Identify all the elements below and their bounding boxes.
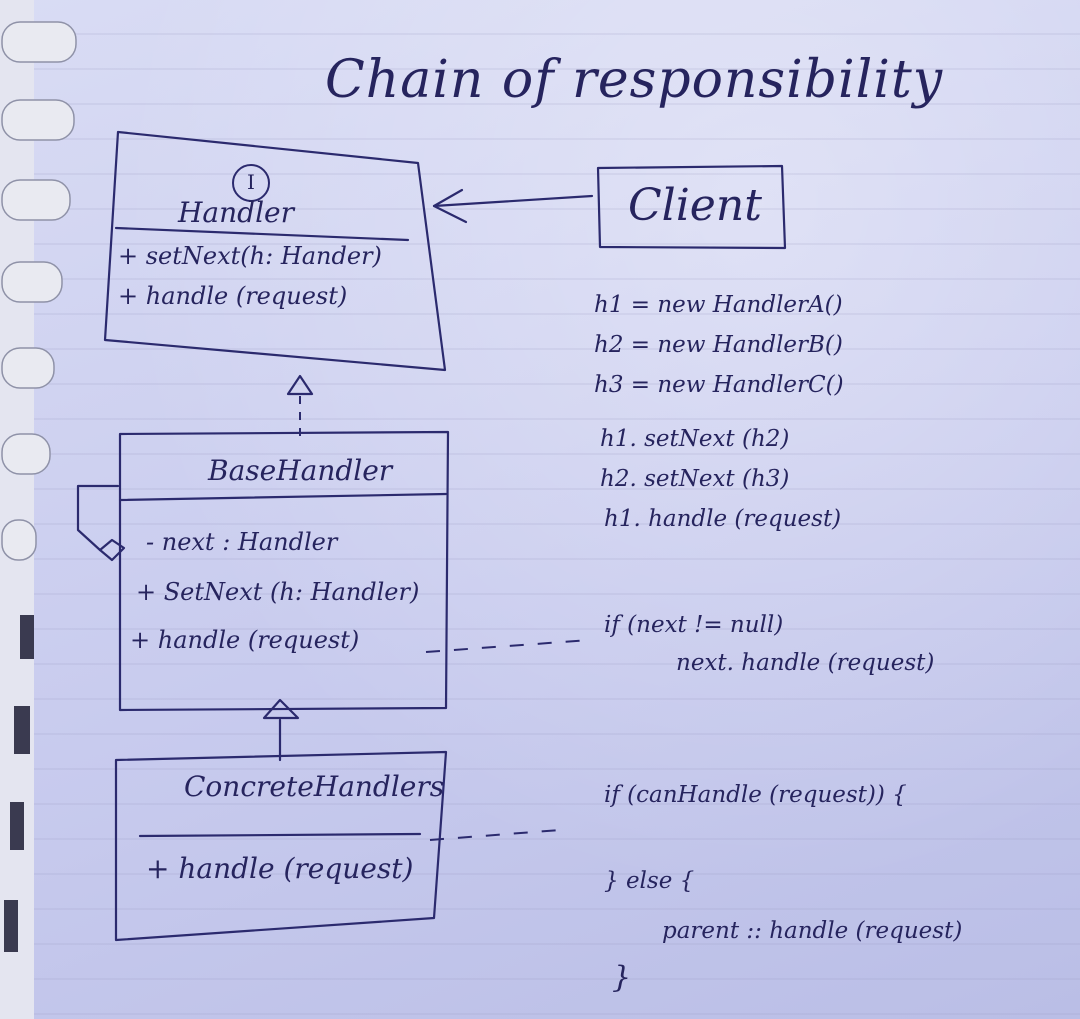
- base-member-handle: + handle (request): [130, 626, 360, 654]
- base-handler-box: [118, 430, 450, 712]
- interface-badge: I: [232, 164, 270, 202]
- client-to-handler-arrow: [432, 194, 594, 208]
- concrete-box: [114, 750, 448, 942]
- base-note-line: if (next != null): [604, 612, 784, 638]
- code-line: h1. handle (request): [604, 506, 842, 532]
- base-handler-name: BaseHandler: [208, 454, 393, 487]
- code-line: h2. setNext (h3): [600, 466, 790, 492]
- concrete-member-handle: + handle (request): [146, 852, 414, 885]
- client-box: [596, 164, 787, 250]
- handler-member-handle: + handle (request): [118, 282, 348, 310]
- code-line: h3 = new HandlerC(): [594, 372, 844, 398]
- concrete-note-line: if (canHandle (request)) {: [604, 782, 907, 808]
- spiral-binding: [0, 0, 77, 1019]
- handler-name: Handler: [178, 196, 294, 229]
- self-association: [76, 484, 120, 552]
- base-member-setnext: + SetNext (h: Handler): [136, 578, 420, 606]
- handler-box: [103, 130, 447, 372]
- code-line: h1 = new HandlerA(): [594, 292, 843, 318]
- code-line: h2 = new HandlerB(): [594, 332, 843, 358]
- implements-triangle: [286, 374, 314, 396]
- code-line: h1. setNext (h2): [600, 426, 790, 452]
- base-member-next: - next : Handler: [146, 528, 338, 556]
- concrete-handlers-name: ConcreteHandlers: [184, 770, 445, 803]
- concrete-note-link: [429, 829, 561, 841]
- arrow-head: [432, 188, 468, 224]
- concrete-divider: [138, 832, 422, 838]
- client-label: Client: [628, 180, 762, 231]
- base-note-line: next. handle (request): [676, 650, 935, 676]
- aggregation-diamond: [98, 538, 126, 562]
- diagram-title: Chain of responsibility: [325, 50, 944, 110]
- handler-member-setnext: + setNext(h: Hander): [118, 242, 382, 270]
- concrete-note-line: }: [612, 960, 632, 995]
- handler-divider: [114, 226, 410, 242]
- base-note-link: [425, 639, 591, 653]
- extends-triangle: [262, 698, 300, 720]
- concrete-note-line: parent :: handle (request): [662, 918, 963, 944]
- base-handler-divider: [118, 492, 448, 502]
- concrete-note-line: } else {: [604, 868, 695, 894]
